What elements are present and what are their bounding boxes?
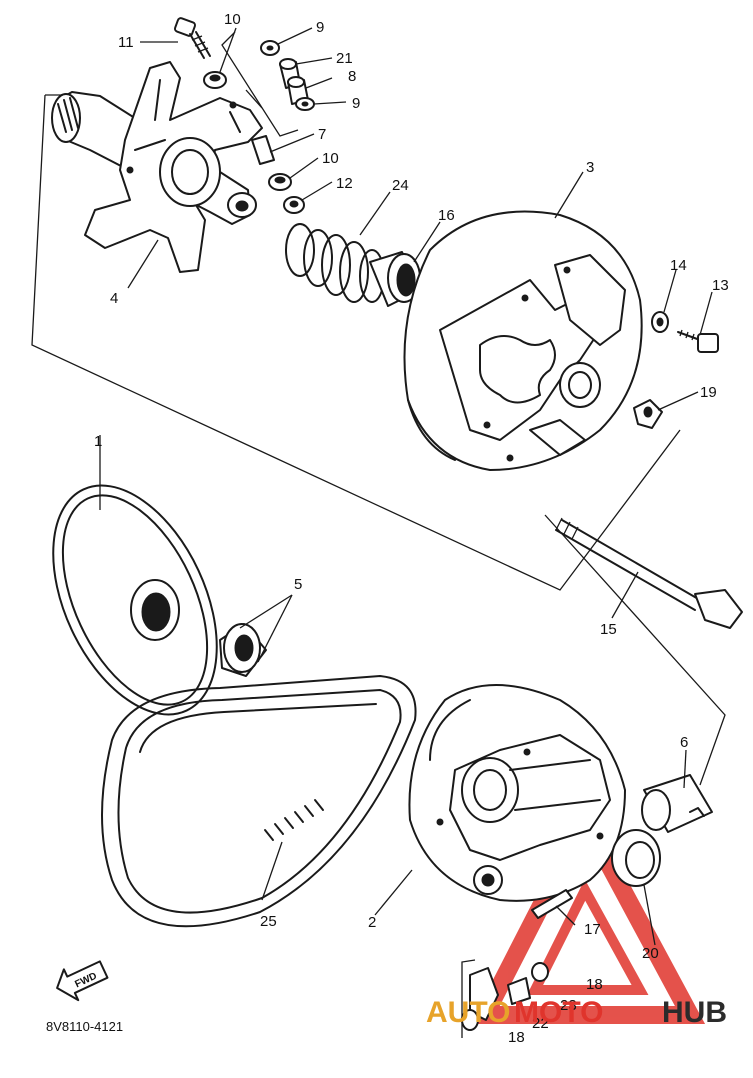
slider-part-19 <box>633 399 663 429</box>
bushing-part-10-top <box>203 71 227 89</box>
washer-part-14 <box>651 311 669 333</box>
movable-sheave-part-3 <box>403 210 643 471</box>
watermark-brand-moto: MOTO <box>514 996 603 1029</box>
bushing-part-10-bottom <box>268 173 292 191</box>
label-part-3: 3 <box>586 159 594 176</box>
sheave-housing-part-2 <box>408 684 626 902</box>
bracket-part-22 <box>469 967 499 1021</box>
label-part-9-top: 9 <box>316 19 324 36</box>
upper-assembly-boundary <box>31 94 681 591</box>
label-part-18-right: 18 <box>586 976 603 993</box>
bolt-part-13 <box>677 329 719 353</box>
label-part-13: 13 <box>712 277 729 294</box>
lower-assembly-boundary <box>544 514 726 786</box>
label-part-8: 8 <box>348 68 356 85</box>
label-part-25: 25 <box>260 913 277 930</box>
label-part-2: 2 <box>368 914 376 931</box>
label-part-6: 6 <box>680 734 688 751</box>
label-part-24: 24 <box>392 177 409 194</box>
label-part-19: 19 <box>700 384 717 401</box>
watermark-brand-hub: HUB <box>662 996 727 1029</box>
watermark-inner-triangle <box>526 879 649 995</box>
label-part-12: 12 <box>336 175 353 192</box>
drive-belt-part-25 <box>101 675 417 928</box>
long-bolt-part-15 <box>555 517 743 629</box>
bolt-part-11 <box>173 17 211 59</box>
label-part-10-top: 10 <box>224 11 241 28</box>
label-part-7: 7 <box>318 126 326 143</box>
watermark-text: AUTO MOTO HUB <box>426 996 727 1029</box>
washer-part-9-bottom <box>295 97 315 111</box>
forward-arrow-icon: FWD <box>56 960 109 1002</box>
bushing-part-5 <box>219 623 267 677</box>
washer-part-9-top <box>260 40 280 56</box>
pin-part-17 <box>531 889 573 919</box>
label-part-20: 20 <box>642 945 659 962</box>
label-part-5: 5 <box>294 576 302 593</box>
label-part-17: 17 <box>584 921 601 938</box>
label-part-15: 15 <box>600 621 617 638</box>
label-part-18-left: 18 <box>508 1029 525 1046</box>
washer-part-18-right <box>531 962 549 982</box>
label-part-14: 14 <box>670 257 687 274</box>
spring-part-24 <box>285 223 385 303</box>
nut-part-12 <box>283 196 305 214</box>
watermark-triangle <box>470 800 706 1024</box>
leader-lines <box>99 27 713 946</box>
label-part-21: 21 <box>336 50 353 67</box>
label-part-1: 1 <box>94 433 102 450</box>
belt-code-marking <box>264 799 324 841</box>
label-part-9-bottom: 9 <box>352 95 360 112</box>
sheave-disc-part-1 <box>52 484 218 716</box>
drawing-code: 8V8110-4121 <box>46 1019 123 1034</box>
sleeve-part-6 <box>641 774 713 833</box>
watermark-brand-auto: AUTO <box>426 996 510 1029</box>
watermark-logo <box>470 800 706 1024</box>
fixed-spider-shaft <box>51 61 263 273</box>
pin-part-7 <box>251 135 275 165</box>
collar-part-20 <box>611 829 661 887</box>
label-part-16: 16 <box>438 207 455 224</box>
label-part-10-bottom: 10 <box>322 150 339 167</box>
plug-part-23 <box>507 977 531 1005</box>
part-labels: 11 10 9 21 8 9 7 10 12 24 16 3 4 14 13 1… <box>94 11 729 1046</box>
label-part-4: 4 <box>110 290 118 307</box>
label-part-22: 22 <box>532 1015 549 1032</box>
label-part-23: 23 <box>560 997 577 1014</box>
label-part-11: 11 <box>118 34 134 51</box>
